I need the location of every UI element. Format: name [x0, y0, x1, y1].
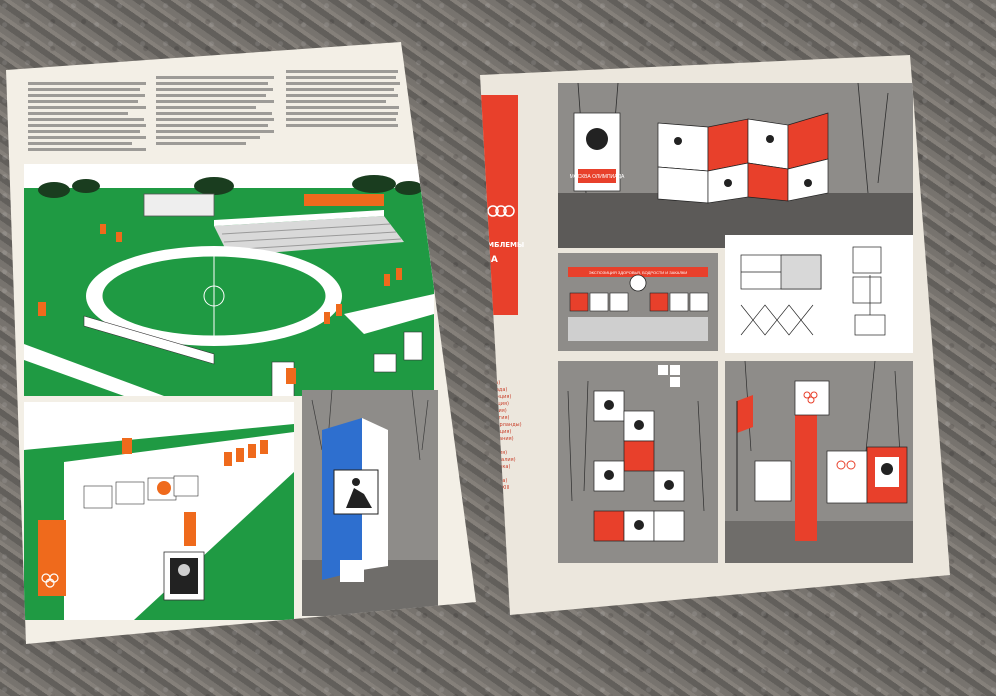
stadium-illustration: [24, 164, 434, 396]
olympic-rings-icon: [487, 205, 515, 217]
spine-big-text: ВА: [484, 255, 498, 265]
spine-line-1: ЭМБЛЕМЫ: [482, 241, 525, 249]
cube-tower-illustration: [558, 361, 718, 563]
poster-text: МОСКВА ОЛИМПИАДА: [570, 174, 625, 180]
gallery-top-illustration: МОСКВА ОЛИМПИАДА: [558, 83, 913, 248]
technical-drawing: [725, 235, 913, 353]
olympic-stand-illustration: [725, 361, 913, 563]
left-text-column-2: [156, 76, 276, 148]
left-text-column-3: [286, 70, 401, 130]
right-page: ВА ЭМБЛЕМЫ ГРЫ (США) (Канада) (Франция) …: [480, 55, 950, 615]
banner-text: ЭКСПОЗИЦИЯ ЗДОРОВЬЯ, БОДРОСТИ И ЗАКАЛКИ: [589, 270, 688, 275]
left-page: 12: [6, 42, 476, 644]
list-line: (Нидерланды): [484, 422, 522, 428]
gray-sign-illustration: [302, 390, 438, 616]
green-walkway-illustration: [24, 402, 294, 620]
left-text-column-1: [28, 82, 148, 154]
exposition-banner-illustration: ЭКСПОЗИЦИЯ ЗДОРОВЬЯ, БОДРОСТИ И ЗАКАЛКИ: [558, 253, 718, 351]
